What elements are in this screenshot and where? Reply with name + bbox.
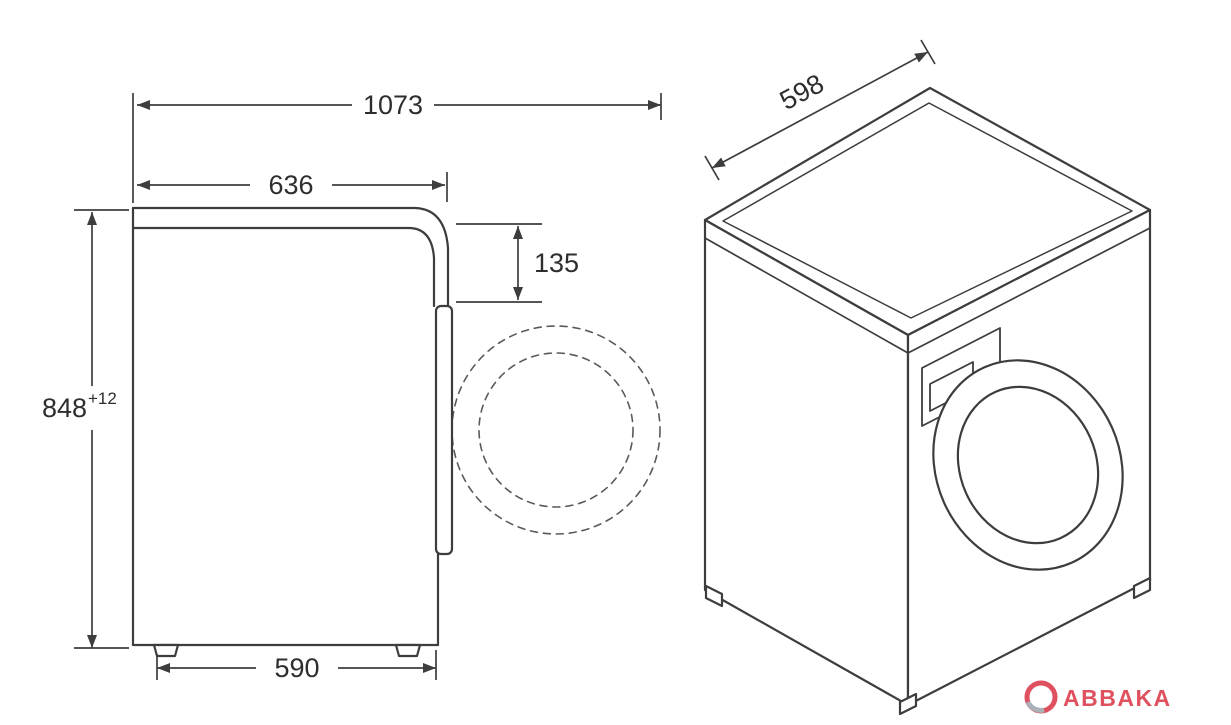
abbaka-logo-text: ABBAKA (1063, 685, 1172, 711)
door-swing-radius-circles (451, 325, 661, 535)
side-foot-left (152, 643, 180, 658)
abbaka-logo: ABBAKA (1024, 680, 1172, 714)
iso-foot-right (1132, 576, 1152, 600)
iso-worktop-lip-left (704, 237, 909, 354)
iso-door-inner-ring (956, 385, 1100, 545)
iso-foot-left (704, 584, 724, 608)
side-foot-right (394, 643, 422, 658)
dim-total-depth-door-open (132, 93, 662, 203)
iso-view-dimensions (704, 39, 936, 181)
dim-label-door-offset: 135 (534, 248, 579, 278)
dim-label-height-tolerance: +12 (88, 389, 117, 408)
dim-label-worktop-depth: 636 (268, 170, 313, 200)
dim-label-height: 848 (42, 393, 87, 423)
iso-foot-front (898, 692, 918, 716)
dim-height (74, 209, 129, 649)
side-door-edge (434, 304, 454, 556)
side-view-dimensions (74, 93, 662, 680)
side-worktop-inner (131, 226, 436, 308)
dim-door-offset (456, 223, 542, 303)
dim-base-depth (156, 650, 437, 680)
abbaka-logo-icon (1024, 680, 1058, 714)
iso-worktop-lip-front (907, 227, 1151, 354)
door-swing-inner-circle (478, 352, 634, 508)
logo-icon-grey-arc (1025, 700, 1045, 713)
logo-icon-swirl (1030, 689, 1052, 705)
dim-label-base-depth: 590 (274, 653, 319, 683)
machine-iso-view (703, 86, 1152, 716)
machine-side-view (131, 206, 661, 658)
dim-worktop-depth (137, 172, 448, 202)
dim-label-total-depth: 1073 (363, 90, 423, 120)
side-worktop-outer (131, 206, 450, 308)
dim-line (711, 51, 929, 169)
door-swing-outer-circle (451, 325, 661, 535)
dim-width (704, 39, 936, 181)
